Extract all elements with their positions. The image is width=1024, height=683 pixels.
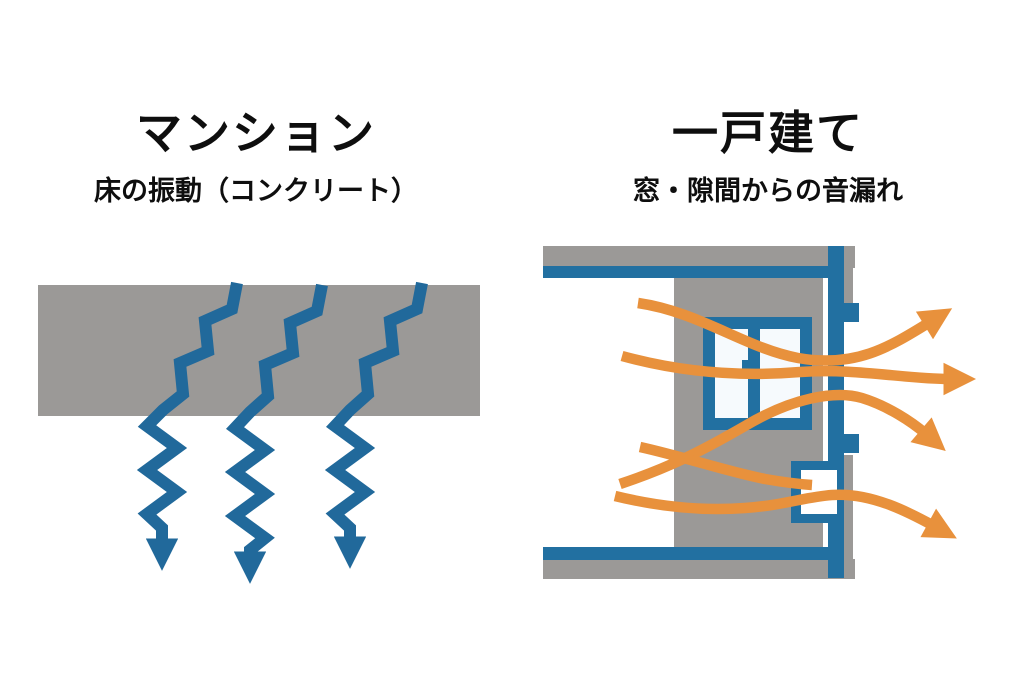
left-panel-header: マンション 床の振動（コンクリート） xyxy=(0,108,512,208)
floor-slab xyxy=(543,559,855,579)
ceiling-slab xyxy=(543,246,855,268)
vibration-arrow-3 xyxy=(324,281,428,569)
sound-wave-middle xyxy=(620,350,977,396)
window-handle xyxy=(742,360,753,373)
outer-cladding-bottom xyxy=(844,455,853,578)
left-panel-subtitle: 床の振動（コンクリート） xyxy=(94,175,418,207)
sash-tab-top xyxy=(844,303,859,322)
right-panel-subtitle: 窓・隙間からの音漏れ xyxy=(633,175,903,207)
vibration-arrow-2 xyxy=(224,283,328,584)
sash-tab-bottom xyxy=(844,434,859,453)
left-panel-title: マンション xyxy=(136,106,376,160)
sound-wave-into-vent xyxy=(638,441,813,491)
concrete-slab xyxy=(38,285,480,416)
detached-house-diagram xyxy=(543,246,977,579)
outer-wall-section xyxy=(828,246,844,578)
outer-cladding-top xyxy=(844,246,853,306)
apartment-floor-diagram xyxy=(38,281,480,584)
sound-wave-bottom xyxy=(613,489,957,539)
right-panel-header: 一戸建て 窓・隙間からの音漏れ xyxy=(512,108,1024,208)
ceiling-liner xyxy=(543,266,844,278)
right-panel-title: 一戸建て xyxy=(672,106,864,160)
vibration-arrow-1 xyxy=(136,281,243,571)
floor-liner xyxy=(543,547,844,560)
sound-wave-top xyxy=(637,297,953,366)
